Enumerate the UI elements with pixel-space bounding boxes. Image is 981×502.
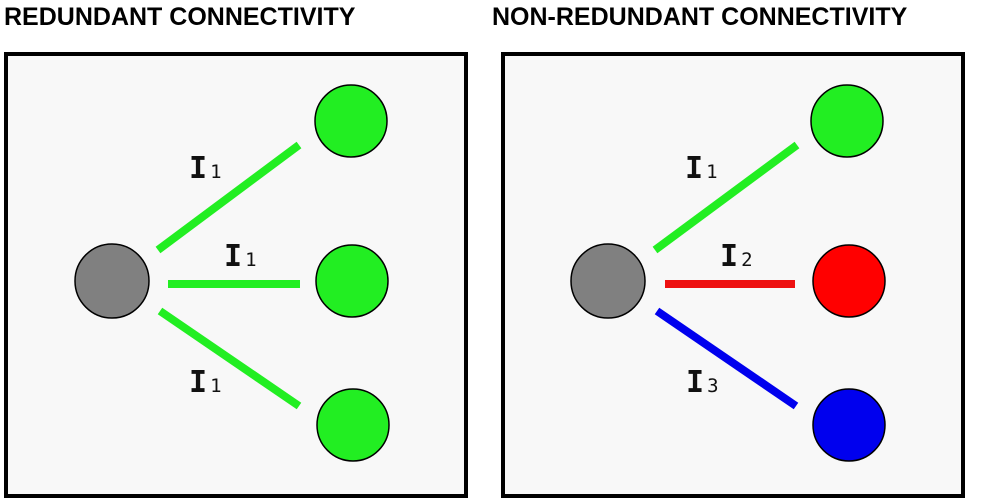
connection-line (155, 141, 302, 254)
edge-bottom (654, 307, 799, 410)
target-node-middle (315, 244, 389, 318)
connection-line (654, 307, 799, 410)
target-node-top (314, 84, 388, 158)
target-node-top (810, 84, 884, 158)
edge-top (652, 141, 800, 254)
connection-line (652, 141, 800, 254)
source-node (570, 243, 646, 319)
connection-line (157, 307, 302, 410)
target-node-bottom (316, 388, 390, 462)
panel-title-redundant: REDUNDANT CONNECTIVITY (4, 3, 356, 31)
panel-title-non-redundant: NON-REDUNDANT CONNECTIVITY (492, 3, 908, 31)
target-node-middle (812, 244, 886, 318)
edge-bottom (157, 307, 302, 410)
target-node-bottom (812, 388, 886, 462)
edge-top (155, 141, 302, 254)
source-node (74, 243, 150, 319)
